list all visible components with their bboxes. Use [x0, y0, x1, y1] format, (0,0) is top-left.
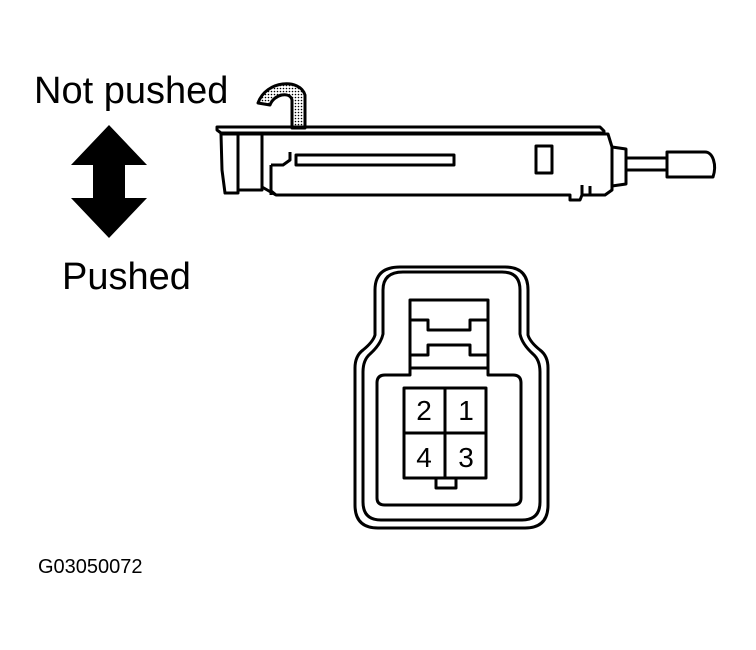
connector-key [434, 476, 458, 490]
pin-number-1: 1 [458, 395, 474, 426]
connector-latch [408, 298, 490, 370]
pin-number-4: 4 [416, 442, 432, 473]
switch-body [215, 82, 717, 202]
pin-number-2: 2 [416, 395, 432, 426]
not-pushed-label: Not pushed [34, 70, 229, 112]
figure-code: G03050072 [38, 556, 143, 578]
up-down-arrow-icon [71, 125, 147, 238]
pushed-label: Pushed [62, 256, 191, 298]
pin-number-3: 3 [458, 442, 474, 473]
plunger-hook [256, 82, 307, 130]
connector-face [353, 265, 550, 530]
